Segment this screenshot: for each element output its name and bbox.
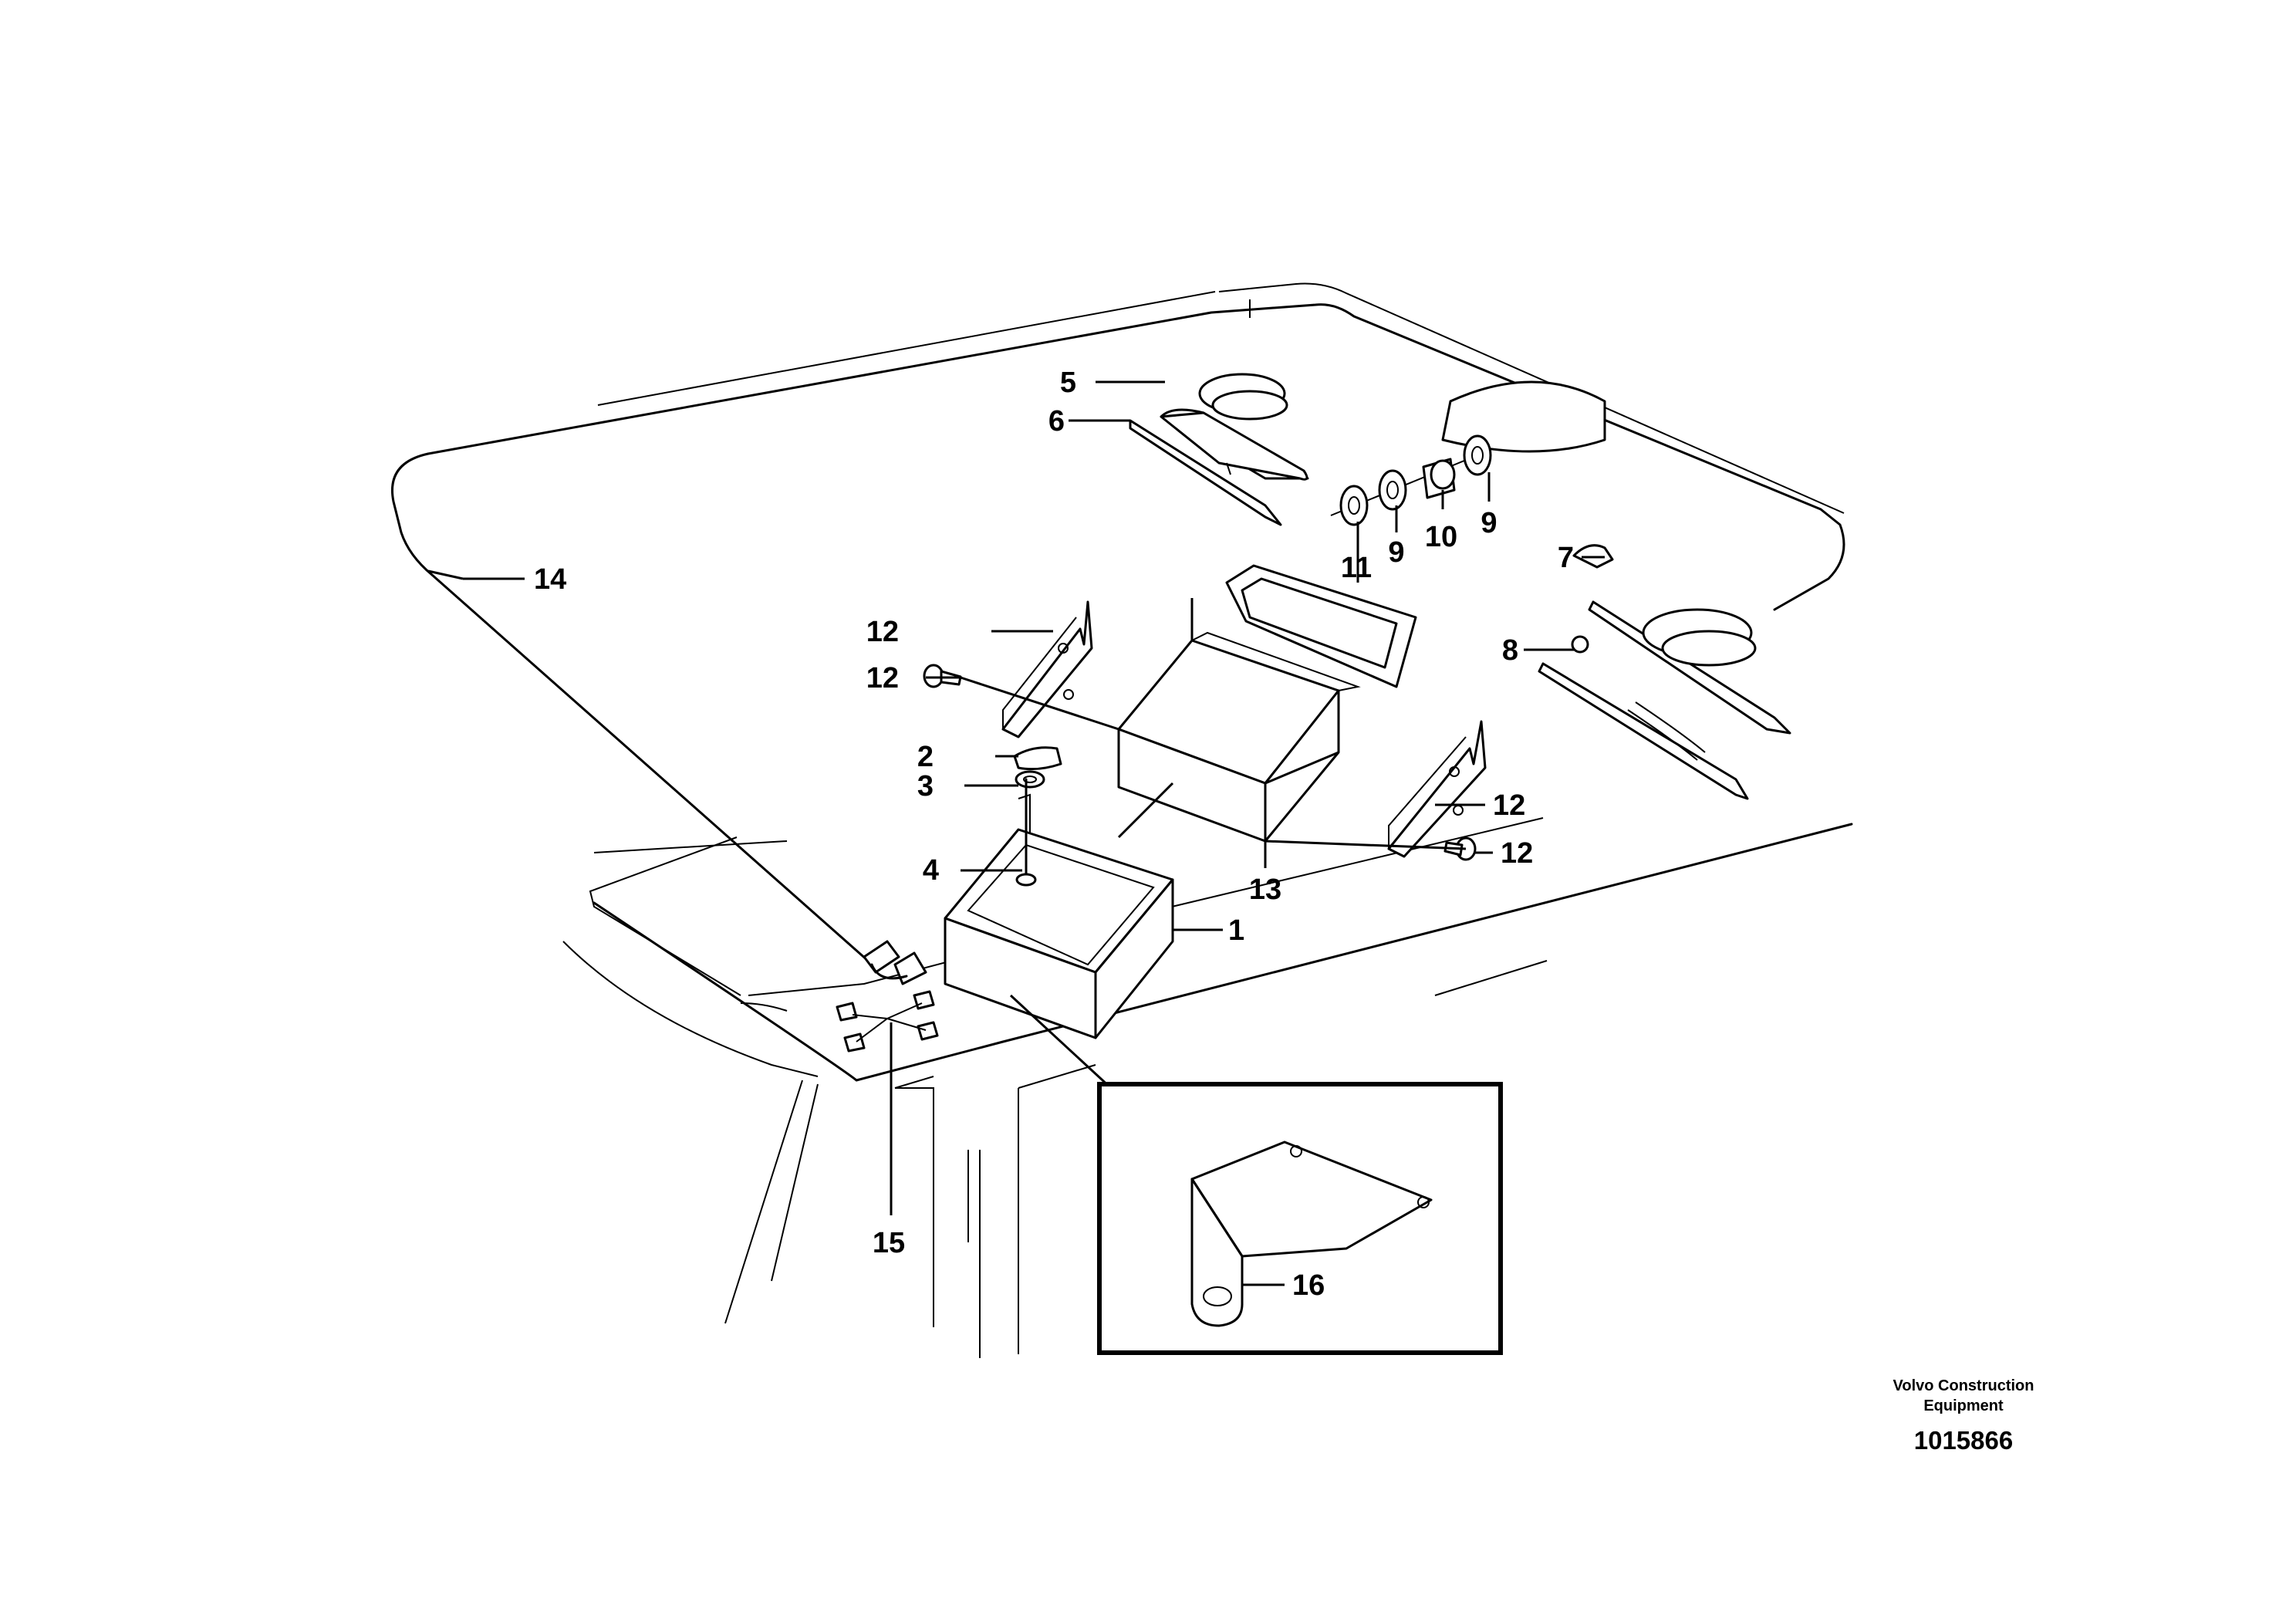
brand-line-2: Equipment bbox=[1923, 1397, 2004, 1414]
brand-line-1: Volvo Construction bbox=[1893, 1377, 2034, 1394]
callout-9b: 9 bbox=[1481, 507, 1497, 539]
leader-lines bbox=[427, 380, 1605, 1215]
callout-1: 1 bbox=[1228, 914, 1244, 947]
callout-15: 15 bbox=[873, 1227, 905, 1259]
callout-12d: 12 bbox=[1501, 837, 1533, 870]
radio-unit bbox=[1117, 631, 1361, 843]
radio-face-plate bbox=[1225, 564, 1417, 688]
footer: Volvo Construction Equipment 1015866 bbox=[1893, 1377, 2034, 1455]
speaker-right bbox=[1538, 544, 1791, 800]
callout-13: 13 bbox=[1249, 874, 1281, 906]
detail-inset bbox=[1097, 1082, 1503, 1355]
callout-5: 5 bbox=[1060, 367, 1076, 399]
document-number: 1015866 bbox=[1914, 1426, 2013, 1455]
callout-labels: 5 6 7 8 11 9 10 9 14 12 12 2 3 4 12 12 1… bbox=[534, 367, 1574, 1302]
antenna-fittings bbox=[1330, 434, 1492, 526]
radio-bracket-left bbox=[1001, 600, 1093, 738]
callout-7: 7 bbox=[1558, 542, 1574, 574]
speaker-left bbox=[1129, 373, 1606, 526]
callout-6: 6 bbox=[1048, 405, 1065, 438]
callout-2: 2 bbox=[917, 741, 934, 773]
callout-10: 10 bbox=[1425, 521, 1457, 553]
radio-bracket-right bbox=[1387, 720, 1487, 858]
mounting-frame bbox=[944, 793, 1174, 1039]
cab-headliner bbox=[391, 282, 1853, 1358]
screw-left bbox=[923, 664, 962, 688]
wiring-harness bbox=[836, 940, 939, 1053]
callout-9a: 9 bbox=[1388, 536, 1404, 569]
callout-16: 16 bbox=[1292, 1269, 1325, 1302]
callout-12b: 12 bbox=[866, 662, 899, 694]
fastener-stack bbox=[1013, 746, 1062, 887]
callout-8: 8 bbox=[1502, 634, 1518, 667]
callout-11: 11 bbox=[1341, 552, 1372, 584]
callout-12c: 12 bbox=[1493, 789, 1525, 822]
callout-14: 14 bbox=[534, 563, 566, 596]
callout-12a: 12 bbox=[866, 616, 899, 648]
callout-3: 3 bbox=[917, 770, 934, 803]
callout-4: 4 bbox=[923, 854, 939, 887]
